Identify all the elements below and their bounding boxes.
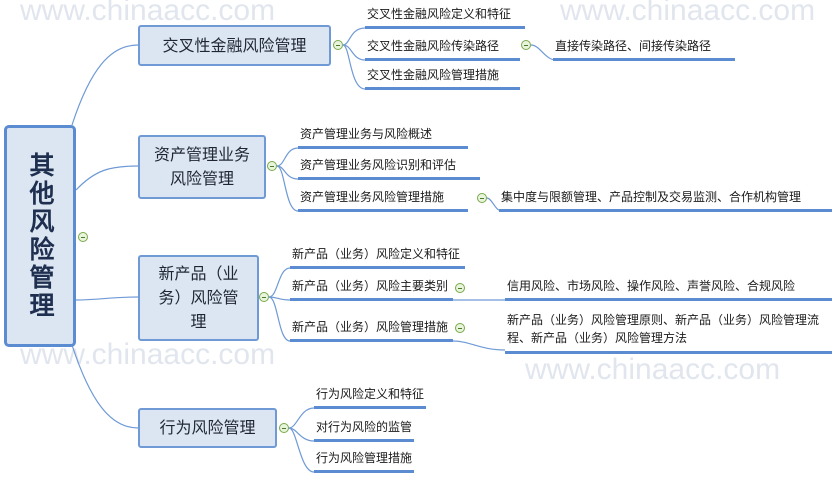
leaf-node[interactable]: 集中度与限额管理、产品控制及交易监测、合作机构管理: [499, 190, 832, 212]
collapse-icon[interactable]: [455, 283, 465, 293]
collapse-icon[interactable]: [267, 161, 277, 171]
leaf-node[interactable]: 新产品（业务）风险定义和特征: [290, 247, 465, 269]
leaf-node[interactable]: 对行为风险的监管: [314, 420, 414, 442]
leaf-node[interactable]: 信用风险、市场风险、操作风险、声誉风险、合规风险: [505, 279, 832, 301]
collapse-icon[interactable]: [477, 193, 487, 203]
root-node[interactable]: 其他风险管理: [4, 125, 76, 347]
collapse-icon[interactable]: [455, 323, 465, 333]
leaf-node[interactable]: 行为风险管理措施: [314, 451, 414, 473]
leaf-node[interactable]: 新产品（业务）风险管理原则、新产品（业务）风险管理流程、新产品（业务）风险管理方…: [505, 311, 832, 354]
leaf-node[interactable]: 交叉性金融风险管理措施: [365, 68, 520, 90]
collapse-icon[interactable]: [279, 423, 289, 433]
collapse-icon[interactable]: [521, 40, 531, 50]
collapse-icon[interactable]: [259, 292, 269, 302]
leaf-node[interactable]: 行为风险定义和特征: [314, 387, 426, 409]
leaf-node[interactable]: 新产品（业务）风险管理措施: [290, 320, 453, 342]
collapse-icon[interactable]: [333, 40, 343, 50]
watermark: www.chinaacc.com: [560, 0, 816, 27]
leaf-node[interactable]: 资产管理业务风险管理措施: [298, 190, 468, 212]
watermark: www.chinaacc.com: [525, 353, 781, 386]
branch-node[interactable]: 资产管理业务风险管理: [138, 135, 266, 199]
collapse-icon[interactable]: [78, 232, 88, 242]
root-label: 其他风险管理: [26, 152, 55, 320]
leaf-node[interactable]: 新产品（业务）风险主要类别: [290, 279, 453, 301]
branch-node[interactable]: 行为风险管理: [138, 408, 277, 448]
leaf-node[interactable]: 直接传染路径、间接传染路径: [553, 39, 735, 61]
leaf-node[interactable]: 资产管理业务与风险概述: [298, 127, 468, 149]
leaf-node[interactable]: 资产管理业务风险识别和评估: [298, 158, 480, 180]
watermark: www.chinaacc.com: [20, 0, 276, 27]
leaf-node[interactable]: 交叉性金融风险传染路径: [365, 39, 520, 61]
branch-node[interactable]: 交叉性金融风险管理: [138, 25, 331, 66]
leaf-node[interactable]: 交叉性金融风险定义和特征: [365, 7, 525, 29]
branch-node[interactable]: 新产品（业务）风险管理: [138, 255, 259, 341]
